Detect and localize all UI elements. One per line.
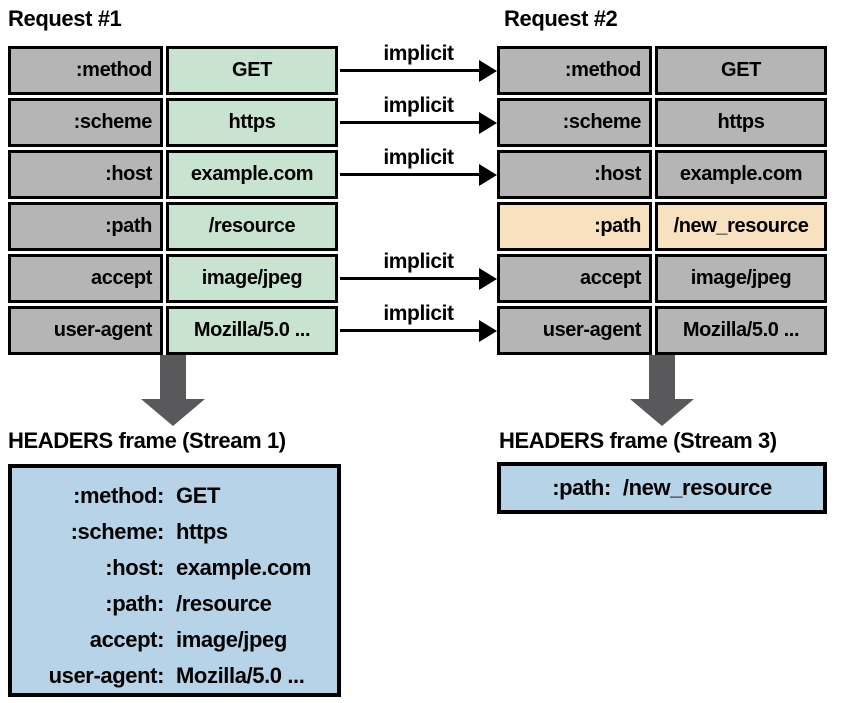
frame-line: :host: example.com bbox=[12, 550, 337, 586]
header-value: Mozilla/5.0 ... bbox=[166, 306, 338, 355]
arrow-down-shaft bbox=[160, 355, 186, 399]
header-key: user-agent bbox=[497, 306, 652, 355]
header-value: /resource bbox=[166, 202, 338, 251]
frame-value: GET bbox=[176, 483, 221, 508]
stream1-frame-box: :method: GET :scheme: https :host: examp… bbox=[8, 464, 341, 697]
frame-value: Mozilla/5.0 ... bbox=[176, 663, 305, 688]
arrow-right-icon bbox=[479, 320, 497, 342]
implicit-label: implicit bbox=[383, 42, 454, 65]
arrow-line bbox=[340, 121, 482, 124]
arrow-line bbox=[340, 69, 482, 72]
arrow-line bbox=[340, 329, 482, 332]
frame-line: :path: /new_resource bbox=[552, 470, 772, 506]
frame-value: https bbox=[176, 519, 228, 544]
frame-line: :scheme: https bbox=[12, 514, 337, 550]
arrow-line bbox=[340, 277, 482, 280]
arrow-right-icon bbox=[479, 60, 497, 82]
header-value-highlighted: /new_resource bbox=[655, 202, 827, 251]
header-key: :scheme bbox=[8, 98, 163, 147]
stream1-title: HEADERS frame (Stream 1) bbox=[8, 428, 286, 453]
frame-line: :method: GET bbox=[12, 478, 337, 514]
frame-line: :path: /resource bbox=[12, 586, 337, 622]
header-key: accept bbox=[8, 254, 163, 303]
frame-value: /new_resource bbox=[622, 475, 772, 500]
request2-title: Request #2 bbox=[504, 6, 618, 31]
frame-line: accept: image/jpeg bbox=[12, 622, 337, 658]
frame-key: :host: bbox=[105, 555, 164, 580]
header-value: example.com bbox=[655, 150, 827, 199]
arrow-down-icon bbox=[630, 399, 694, 426]
frame-line: user-agent: Mozilla/5.0 ... bbox=[12, 658, 337, 694]
arrow-right-icon bbox=[479, 164, 497, 186]
header-key: :method bbox=[497, 46, 652, 95]
header-key: :path bbox=[8, 202, 163, 251]
arrow-line bbox=[340, 173, 482, 176]
frame-value: example.com bbox=[176, 555, 312, 580]
frame-key: :scheme: bbox=[70, 519, 165, 544]
implicit-label: implicit bbox=[383, 94, 454, 117]
header-key: :host bbox=[8, 150, 163, 199]
stream3-title: HEADERS frame (Stream 3) bbox=[499, 428, 777, 453]
frame-value: /resource bbox=[176, 591, 272, 616]
header-value: Mozilla/5.0 ... bbox=[655, 306, 827, 355]
header-value: example.com bbox=[166, 150, 338, 199]
header-value: image/jpeg bbox=[655, 254, 827, 303]
arrow-down-icon bbox=[141, 399, 205, 426]
header-value: GET bbox=[166, 46, 338, 95]
header-value: image/jpeg bbox=[166, 254, 338, 303]
implicit-label: implicit bbox=[383, 146, 454, 169]
frame-value: image/jpeg bbox=[176, 627, 287, 652]
request2-table: :method GET :scheme https :host example.… bbox=[497, 46, 827, 355]
arrow-right-icon bbox=[479, 112, 497, 134]
frame-key: :path: bbox=[552, 475, 611, 500]
header-value: https bbox=[655, 98, 827, 147]
header-value: https bbox=[166, 98, 338, 147]
arrow-down-shaft bbox=[649, 355, 675, 399]
header-key: :host bbox=[497, 150, 652, 199]
frame-key: :path: bbox=[105, 591, 164, 616]
implicit-label: implicit bbox=[383, 302, 454, 325]
header-key: accept bbox=[497, 254, 652, 303]
request1-table: :method GET :scheme https :host example.… bbox=[8, 46, 338, 355]
header-key-highlighted: :path bbox=[497, 202, 652, 251]
header-key: user-agent bbox=[8, 306, 163, 355]
request1-title: Request #1 bbox=[8, 6, 122, 31]
frame-key: :method: bbox=[73, 483, 164, 508]
frame-key: user-agent: bbox=[48, 663, 165, 688]
header-value: GET bbox=[655, 46, 827, 95]
frame-key: accept: bbox=[89, 627, 165, 652]
header-key: :method bbox=[8, 46, 163, 95]
header-key: :scheme bbox=[497, 98, 652, 147]
arrow-right-icon bbox=[479, 268, 497, 290]
implicit-label: implicit bbox=[383, 250, 454, 273]
stream3-frame-box: :path: /new_resource bbox=[497, 462, 827, 514]
